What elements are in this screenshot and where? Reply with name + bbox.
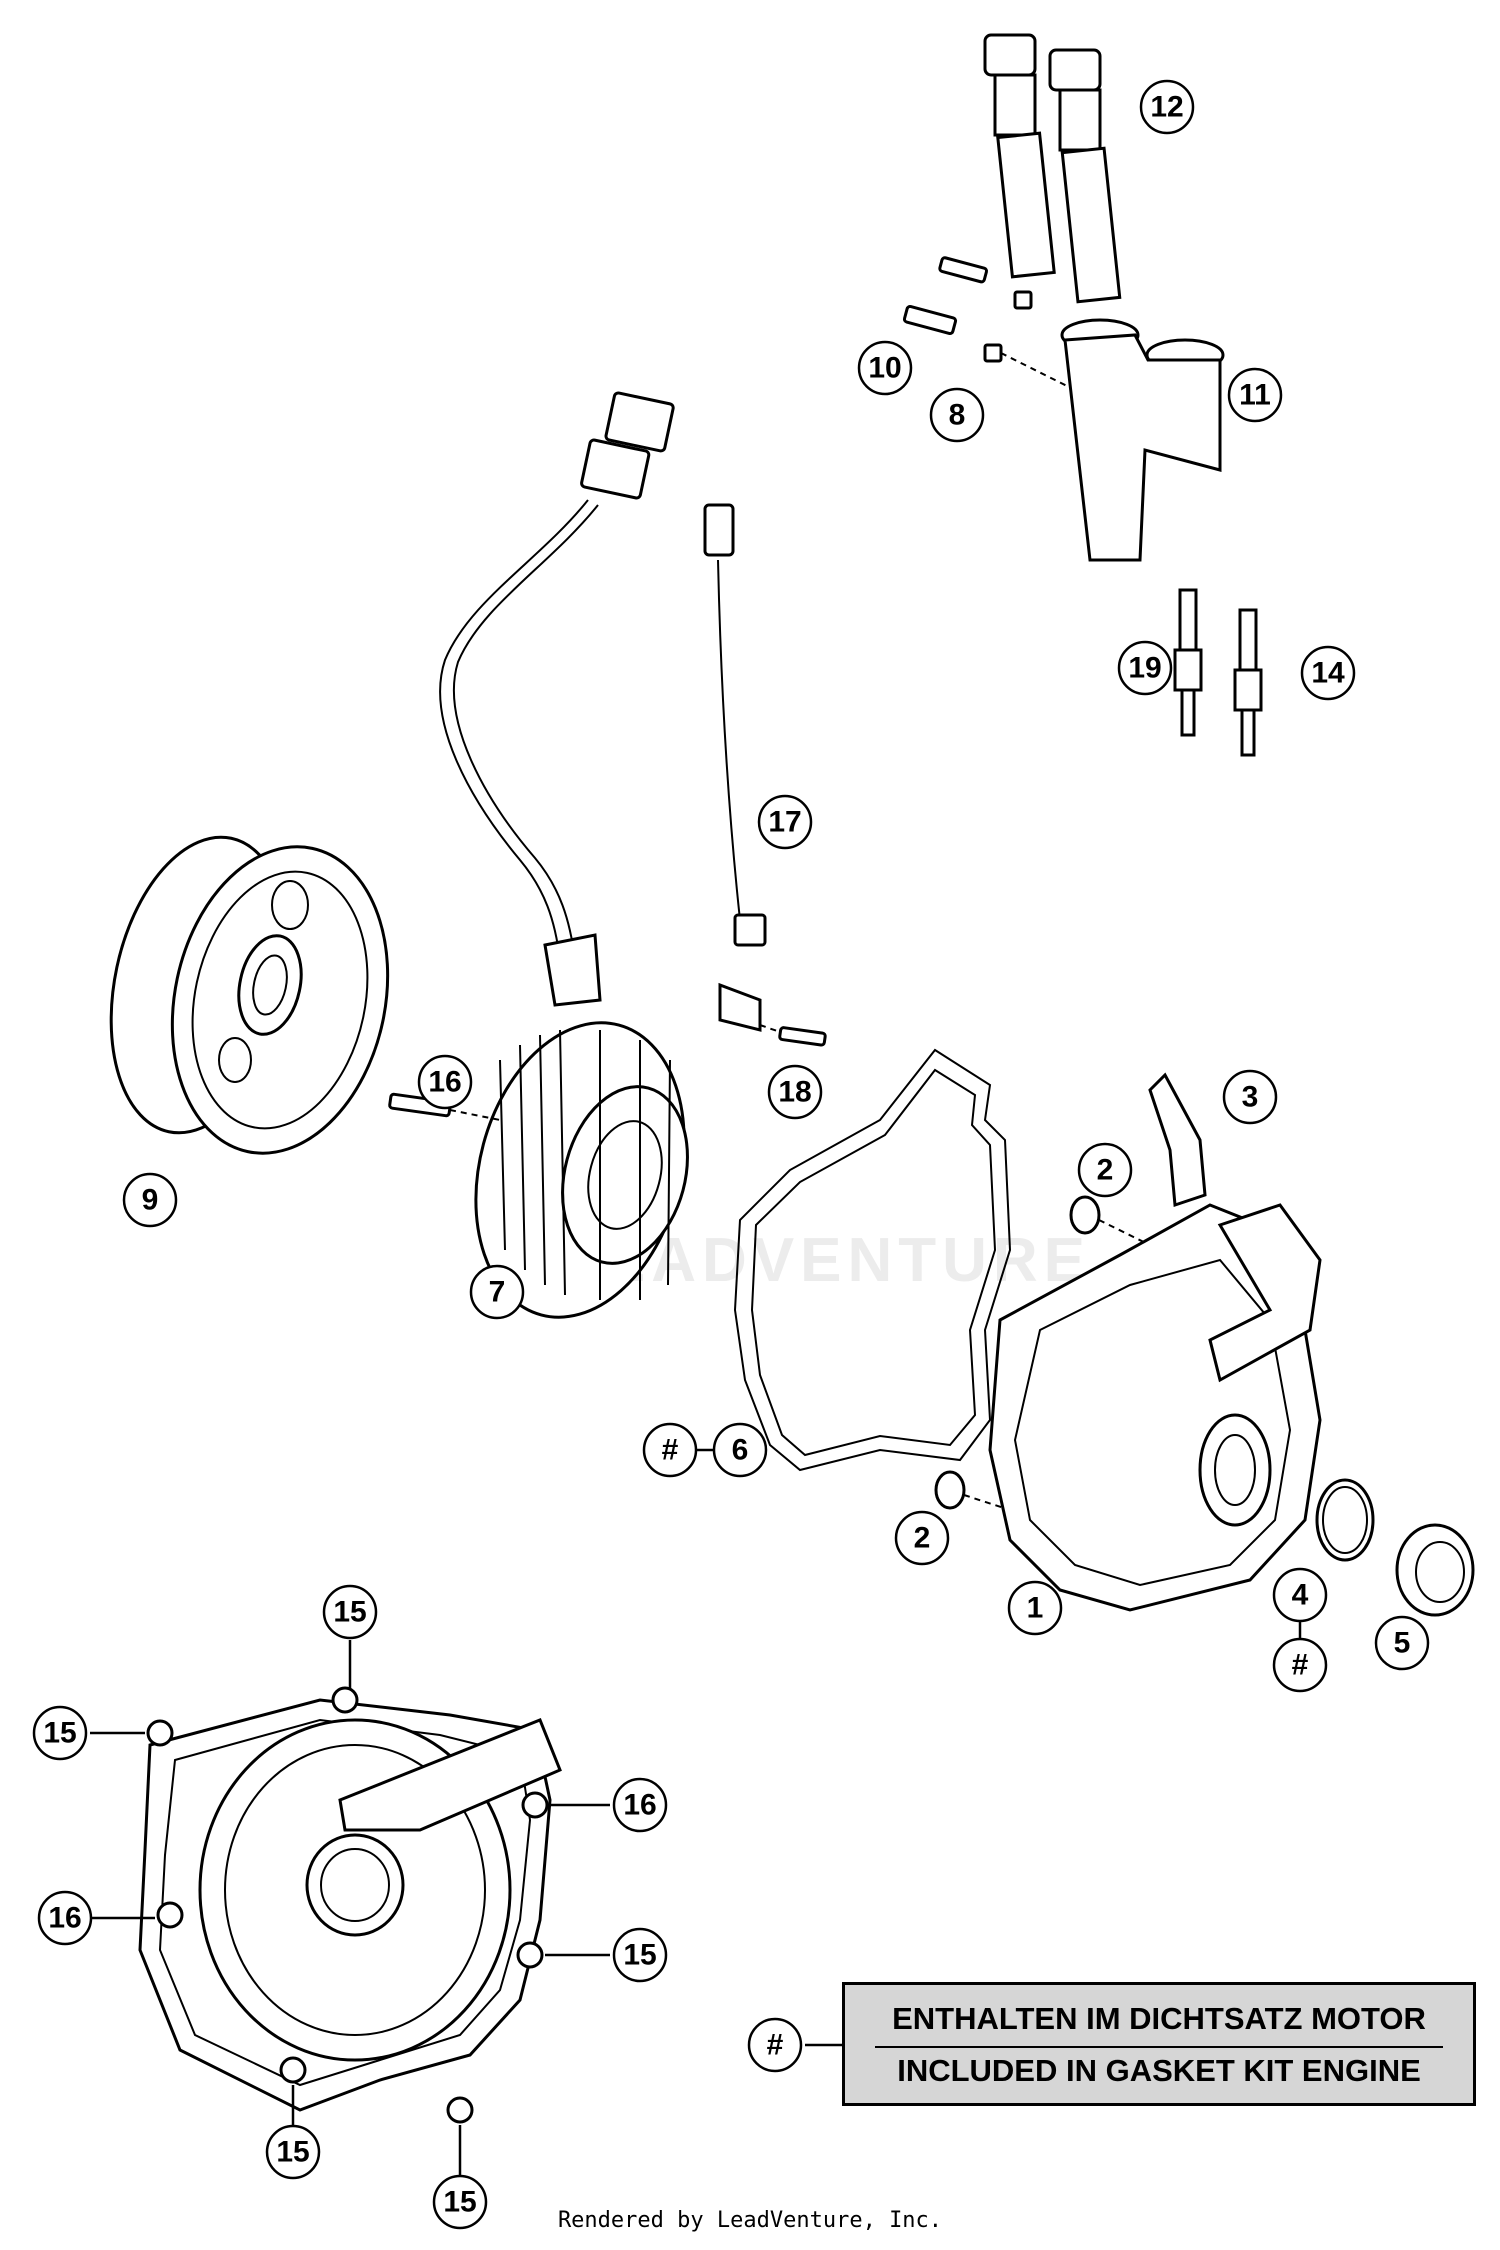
guide-plate-icon[interactable]	[1148, 1072, 1207, 1208]
screw-plug-icon[interactable]	[1395, 1523, 1475, 1617]
ignition-cover-assembly-icon[interactable]	[138, 1686, 562, 2124]
svg-text:3: 3	[1242, 1081, 1259, 1114]
svg-text:10: 10	[868, 352, 901, 385]
svg-text:17: 17	[768, 806, 801, 839]
callout-15a: 15	[322, 1584, 378, 1640]
callout-14: 14	[1300, 645, 1356, 701]
svg-text:14: 14	[1311, 657, 1345, 690]
svg-text:16: 16	[623, 1789, 656, 1822]
svg-text:15: 15	[276, 2136, 309, 2169]
gasket-kit-legend: ENTHALTEN IM DICHTSATZ MOTOR INCLUDED IN…	[842, 1982, 1476, 2106]
svg-text:#: #	[767, 2029, 784, 2062]
callout-2b: 2	[894, 1510, 950, 1566]
callout-8: 8	[929, 387, 985, 443]
svg-text:16: 16	[428, 1066, 461, 1099]
svg-text:#: #	[1292, 1649, 1309, 1682]
bolt-icon[interactable]	[902, 256, 1033, 363]
svg-text:2: 2	[914, 1522, 931, 1555]
svg-text:18: 18	[778, 1076, 811, 1109]
svg-text:8: 8	[949, 399, 966, 432]
svg-text:4: 4	[1292, 1579, 1309, 1612]
callout-15c: 15	[612, 1927, 668, 1983]
svg-text:16: 16	[48, 1902, 81, 1935]
footer-credit: Rendered by LeadVenture, Inc.	[557, 2208, 943, 2233]
svg-text:15: 15	[443, 2186, 476, 2219]
callout-3: 3	[1222, 1069, 1278, 1125]
callout-10: 10	[857, 340, 913, 396]
callout-6-hash: #	[642, 1422, 698, 1478]
svg-text:15: 15	[43, 1717, 76, 1750]
sensor-cable-icon[interactable]	[703, 503, 767, 1032]
svg-text:15: 15	[333, 1596, 366, 1629]
svg-text:#: #	[662, 1434, 679, 1467]
coil-bracket-icon[interactable]	[1060, 318, 1225, 562]
callout-15e: 15	[432, 2174, 488, 2230]
bolt-icon[interactable]	[388, 1092, 452, 1118]
callout-4: 4	[1272, 1567, 1328, 1623]
gasket-icon[interactable]	[733, 1048, 1012, 1472]
o-ring-icon[interactable]	[1315, 1478, 1375, 1562]
callout-7: 7	[469, 1264, 525, 1320]
callout-9: 9	[122, 1172, 178, 1228]
legend-divider	[875, 2046, 1443, 2048]
stator-cable-icon[interactable]	[439, 391, 675, 961]
spark-plug-icon[interactable]	[1173, 588, 1263, 757]
svg-text:15: 15	[623, 1939, 656, 1972]
svg-text:1: 1	[1027, 1592, 1044, 1625]
callout-19: 19	[1117, 640, 1173, 696]
svg-text:11: 11	[1239, 379, 1271, 412]
ignition-coil-icon[interactable]	[983, 33, 1122, 304]
callout-11: 11	[1227, 367, 1283, 423]
callout-18: 18	[767, 1064, 823, 1120]
callout-6: 6	[712, 1422, 768, 1478]
flywheel-icon[interactable]	[86, 821, 415, 1174]
callout-12: 12	[1139, 79, 1195, 135]
svg-text:9: 9	[142, 1184, 159, 1217]
callout-15b: 15	[32, 1705, 88, 1761]
legend-line-german: ENTHALTEN IM DICHTSATZ MOTOR	[892, 2001, 1426, 2036]
callout-16c: 16	[37, 1890, 93, 1946]
svg-text:5: 5	[1394, 1627, 1411, 1660]
svg-text:6: 6	[732, 1434, 749, 1467]
callout-17: 17	[757, 794, 813, 850]
legend-hash-callout: #	[747, 2017, 803, 2073]
callout-16a: 16	[417, 1054, 473, 1110]
legend-line-english: INCLUDED IN GASKET KIT ENGINE	[897, 2053, 1421, 2088]
callout-2a: 2	[1077, 1142, 1133, 1198]
callout-4-hash: #	[1272, 1637, 1328, 1693]
svg-text:2: 2	[1097, 1154, 1114, 1187]
bolt-icon[interactable]	[778, 1026, 827, 1047]
callout-16b: 16	[612, 1777, 668, 1833]
stator-icon[interactable]	[445, 933, 716, 1341]
svg-text:7: 7	[489, 1276, 506, 1309]
callout-5: 5	[1374, 1615, 1430, 1671]
callout-15d: 15	[265, 2124, 321, 2180]
callout-1: 1	[1007, 1580, 1063, 1636]
svg-text:12: 12	[1150, 91, 1183, 124]
ignition-cover-icon[interactable]	[988, 1203, 1322, 1612]
dowel-pin-icon[interactable]	[934, 1195, 1101, 1510]
svg-text:19: 19	[1128, 652, 1161, 685]
